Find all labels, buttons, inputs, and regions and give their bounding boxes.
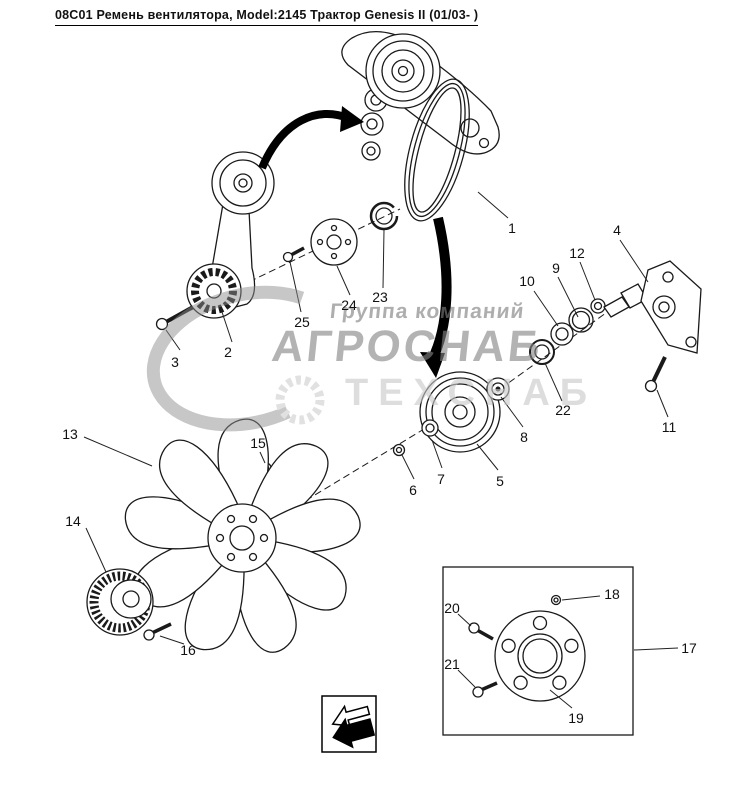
callout-21: 21 bbox=[444, 656, 460, 672]
bolt bbox=[468, 622, 494, 641]
drive-pulley bbox=[86, 568, 154, 636]
callout-5: 5 bbox=[496, 473, 504, 489]
callout-22: 22 bbox=[555, 402, 571, 418]
bolt bbox=[472, 681, 498, 698]
callout-20: 20 bbox=[444, 600, 460, 616]
page-title: 08C01 Ремень вентилятора, Model:2145 Тра… bbox=[55, 8, 479, 26]
fan-belt bbox=[404, 78, 470, 222]
callout-1: 1 bbox=[508, 220, 516, 236]
callout-11: 11 bbox=[661, 419, 677, 435]
callout-6: 6 bbox=[409, 482, 417, 498]
callout-4: 4 bbox=[613, 222, 621, 238]
callout-23: 23 bbox=[372, 289, 388, 305]
inset-box bbox=[442, 566, 634, 736]
washer bbox=[392, 443, 406, 457]
bolt bbox=[155, 305, 194, 331]
fan bbox=[124, 418, 361, 653]
pump-pulley bbox=[419, 371, 501, 453]
callout-2: 2 bbox=[224, 344, 232, 360]
callout-16: 16 bbox=[180, 642, 196, 658]
hub-flange bbox=[494, 610, 586, 702]
callout-9: 9 bbox=[552, 260, 560, 276]
bolt bbox=[143, 622, 172, 641]
bolt bbox=[282, 246, 305, 263]
idler-pulley bbox=[365, 33, 441, 109]
callout-17: 17 bbox=[681, 640, 697, 656]
callout-12: 12 bbox=[569, 245, 585, 261]
callout-18: 18 bbox=[604, 586, 620, 602]
callout-8: 8 bbox=[520, 429, 528, 445]
bolt bbox=[644, 356, 667, 393]
stud bbox=[550, 594, 562, 606]
direction-arrow-icon bbox=[321, 695, 377, 753]
callout-15: 15 bbox=[250, 435, 266, 451]
callout-10: 10 bbox=[519, 273, 535, 289]
callout-19: 19 bbox=[568, 710, 584, 726]
callout-24: 24 bbox=[341, 297, 357, 313]
snap-ring bbox=[369, 201, 399, 231]
callout-14: 14 bbox=[65, 513, 81, 529]
leader-lines bbox=[83, 191, 679, 709]
callout-7: 7 bbox=[437, 471, 445, 487]
hub-disc bbox=[310, 218, 358, 266]
support-bracket bbox=[603, 260, 702, 354]
tensioner bbox=[186, 151, 275, 319]
callout-13: 13 bbox=[62, 426, 78, 442]
bearing-set bbox=[486, 298, 606, 401]
rotation-arrows bbox=[258, 106, 452, 378]
callout-25: 25 bbox=[294, 314, 310, 330]
callout-3: 3 bbox=[171, 354, 179, 370]
